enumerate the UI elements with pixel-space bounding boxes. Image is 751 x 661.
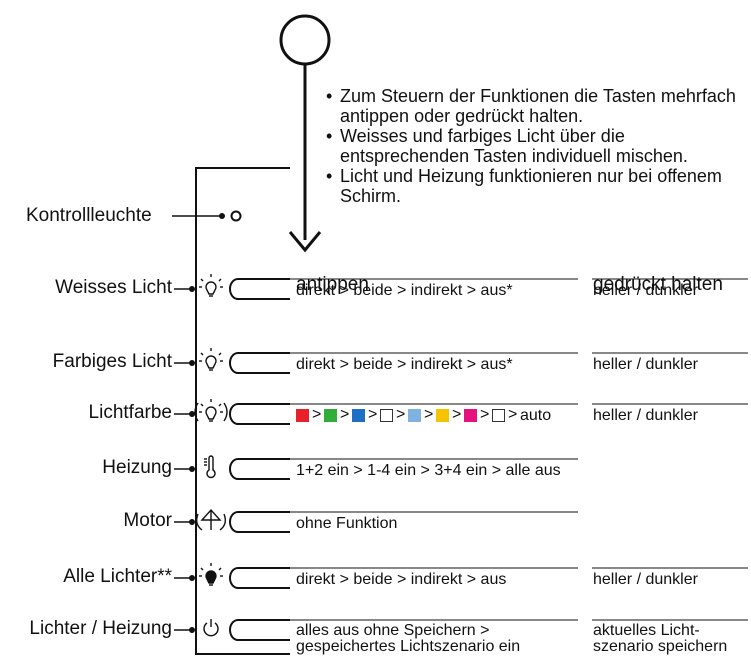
hold-action: heller / dunkler xyxy=(593,407,698,424)
row-leader-dot xyxy=(189,411,195,417)
bulb-icon xyxy=(199,348,223,371)
hold-action: heller / dunkler xyxy=(593,356,698,373)
row-leader-dot xyxy=(189,286,195,292)
row-label: Heizung xyxy=(102,457,172,478)
note-item: Zum Steuern der Funktionen die Tasten me… xyxy=(326,86,746,126)
power-icon xyxy=(203,619,219,637)
note-item: Licht und Heizung funktionieren nur bei … xyxy=(326,166,746,206)
tap-action-line1: alles aus ohne Speichern > xyxy=(296,622,490,639)
hold-action: heller / dunkler xyxy=(593,571,698,588)
sequence-separator: > xyxy=(396,406,406,423)
color-swatch xyxy=(408,409,421,422)
remote-button xyxy=(229,567,290,589)
row-label: Farbiges Licht xyxy=(52,351,172,372)
remote-button xyxy=(229,458,290,480)
remote-button xyxy=(229,619,290,641)
color-swatch xyxy=(464,409,477,422)
remote-outline xyxy=(195,167,290,655)
color-swatch xyxy=(352,409,365,422)
row-leader-dot xyxy=(189,627,195,633)
bulb-icon xyxy=(199,274,223,297)
hold-action-line2: szenario speichern xyxy=(593,638,728,655)
row-label: Lichtfarbe xyxy=(88,402,172,423)
row-leader-dot xyxy=(189,519,195,525)
sequence-separator: > xyxy=(340,406,350,423)
color-swatch xyxy=(324,409,337,422)
header-tap: antippen xyxy=(296,274,369,295)
note-item: Weisses und farbiges Licht über die ents… xyxy=(326,126,746,166)
tap-action-line2: gespeichertes Lichtszenario ein xyxy=(296,638,521,655)
indicator-light xyxy=(230,210,242,222)
color-swatch xyxy=(492,409,505,422)
color-swatch xyxy=(380,409,393,422)
sequence-separator: > xyxy=(424,406,434,423)
color-swatch xyxy=(296,409,309,422)
tap-action: 1+2 ein > 1-4 ein > 3+4 ein > alle aus xyxy=(296,462,561,479)
sequence-separator: > xyxy=(508,406,518,423)
row-label: Motor xyxy=(123,510,172,531)
indicator-dot xyxy=(219,213,225,219)
hold-action: heller / dunkler xyxy=(593,282,698,299)
row-label: Weisses Licht xyxy=(55,277,172,298)
remote-button xyxy=(229,403,290,425)
remote-button xyxy=(229,352,290,374)
row-leader-dot xyxy=(189,466,195,472)
sequence-separator: > xyxy=(368,406,378,423)
umbrella-motor-icon xyxy=(195,508,227,531)
row-label: Lichter / Heizung xyxy=(29,618,172,639)
row-label: Alle Lichter** xyxy=(63,566,172,587)
tap-action: direkt > beide > indirekt > aus xyxy=(296,571,507,588)
top-button-circle xyxy=(279,14,331,66)
arrow-head xyxy=(288,231,322,253)
row-leader-dot xyxy=(189,360,195,366)
thermometer-icon xyxy=(204,455,216,479)
remote-button xyxy=(229,511,290,533)
sequence-separator: > xyxy=(480,406,490,423)
tap-action: ohne Funktion xyxy=(296,515,398,532)
indicator-label: Kontrollleuchte xyxy=(26,205,152,226)
bulb-filled-icon xyxy=(199,563,223,586)
sequence-separator: > xyxy=(452,406,462,423)
sequence-end: auto xyxy=(520,407,552,424)
color-swatch xyxy=(436,409,449,422)
tap-action: direkt > beide > indirekt > aus* xyxy=(296,282,513,299)
row-leader-dot xyxy=(189,575,195,581)
remote-button xyxy=(229,278,290,300)
tap-action: direkt > beide > indirekt > aus* xyxy=(296,356,513,373)
header-hold: gedrückt halten xyxy=(593,274,723,295)
notes-list: Zum Steuern der Funktionen die Tasten me… xyxy=(326,86,746,206)
hold-action-line1: aktuelles Licht- xyxy=(593,622,700,639)
sequence-separator: > xyxy=(312,406,322,423)
color-bulb-icon xyxy=(194,399,228,422)
